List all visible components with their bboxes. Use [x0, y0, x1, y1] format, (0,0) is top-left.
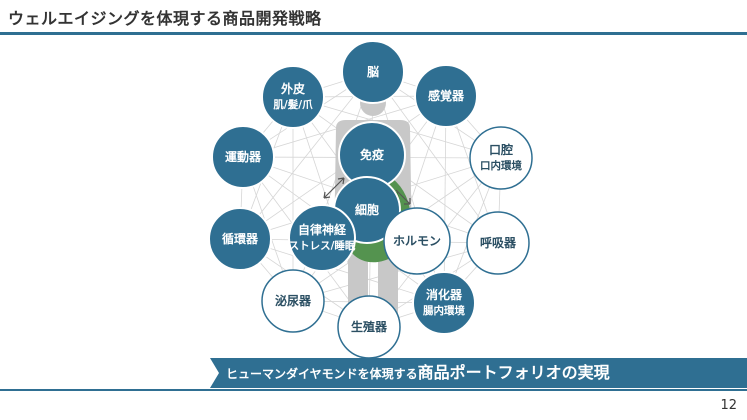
banner-background — [210, 358, 747, 388]
double-arrow-icon — [323, 177, 345, 199]
node-label: 運動器 — [225, 149, 262, 164]
node-label: 細胞 — [355, 202, 379, 217]
node-label: 循環器 — [222, 231, 259, 246]
node-label: 免疫 — [360, 147, 384, 162]
node-label: 自律神経 — [298, 222, 347, 237]
node-circle — [383, 207, 451, 275]
node-label: 口腔 — [489, 142, 513, 157]
node-circle — [414, 64, 478, 128]
node-circle — [261, 65, 325, 129]
bottom-rule — [0, 389, 747, 391]
web-line — [443, 95, 447, 304]
web-line — [239, 238, 445, 304]
node-label: 生殖器 — [351, 319, 388, 334]
node-label: 泌尿器 — [275, 293, 312, 308]
node-circle — [288, 204, 356, 272]
outer-node-circulatory: 循環器 — [208, 207, 272, 271]
node-circle — [466, 211, 530, 275]
outer-node-reproductive: 生殖器 — [337, 295, 401, 359]
banner-emphasis: 商品ポートフォリオの実現 — [417, 363, 610, 382]
outer-node-senses: 感覚器 — [414, 64, 478, 128]
node-sublabel: 腸内環境 — [423, 304, 465, 317]
node-circle — [261, 269, 325, 333]
outer-node-urinary: 泌尿器 — [261, 269, 325, 333]
banner-prefix: ヒューマンダイヤモンドを体現する — [226, 367, 418, 381]
page-number: 12 — [720, 398, 737, 413]
node-label: ホルモン — [393, 234, 441, 248]
outer-node-respiratory: 呼吸器 — [466, 211, 530, 275]
outer-node-brain: 脳 — [341, 40, 405, 104]
node-label: 外皮 — [281, 81, 305, 96]
node-label: 消化器 — [426, 287, 463, 302]
inner-node-hormone: ホルモン — [383, 207, 451, 275]
outer-node-skin: 外皮肌/髪/爪 — [261, 65, 325, 129]
node-sublabel: 口内環境 — [480, 159, 522, 172]
banner-text: ヒューマンダイヤモンドを体現する商品ポートフォリオの実現 — [226, 358, 610, 388]
node-circle — [211, 125, 275, 189]
node-circle — [341, 40, 405, 104]
node-label: 感覚器 — [428, 88, 465, 103]
node-circle — [412, 271, 476, 335]
banner-notch — [210, 358, 219, 388]
node-label: 脳 — [367, 64, 379, 79]
slide-title: ウェルエイジングを体現する商品開発戦略 — [8, 9, 322, 28]
node-label: 呼吸器 — [480, 235, 517, 250]
arrow-marks — [323, 177, 411, 205]
node-sublabel: ストレス/睡眠 — [289, 239, 356, 252]
node-sublabel: 肌/髪/爪 — [273, 98, 313, 111]
outer-node-motor: 運動器 — [211, 125, 275, 189]
node-circle — [208, 207, 272, 271]
title-underline — [0, 32, 747, 35]
node-circle — [469, 126, 533, 190]
arrow-icon — [395, 189, 411, 205]
